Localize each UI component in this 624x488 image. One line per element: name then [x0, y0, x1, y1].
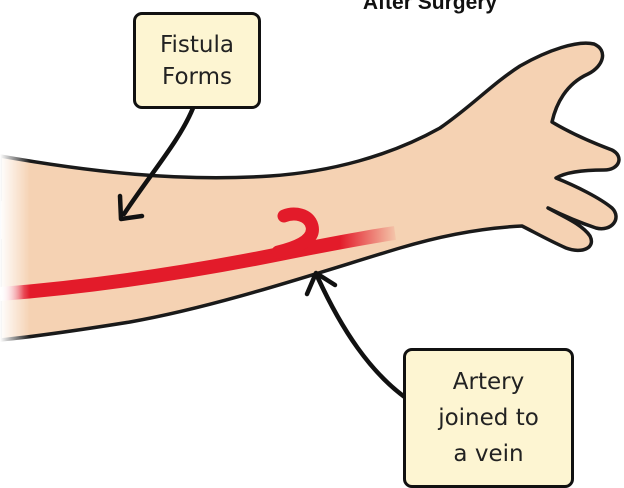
artery-callout-line2: joined to	[438, 400, 539, 436]
fistula-callout-line1: Fistula	[160, 29, 234, 61]
artery-callout-line3: a vein	[453, 436, 523, 472]
artery-callout-line1: Artery	[453, 364, 524, 400]
diagram-title: After Surgery	[300, 0, 560, 16]
artery-callout: Artery joined to a vein	[403, 348, 574, 488]
fistula-callout-line2: Forms	[162, 61, 232, 93]
fistula-callout: Fistula Forms	[133, 12, 261, 109]
artery-arrow	[318, 278, 406, 398]
